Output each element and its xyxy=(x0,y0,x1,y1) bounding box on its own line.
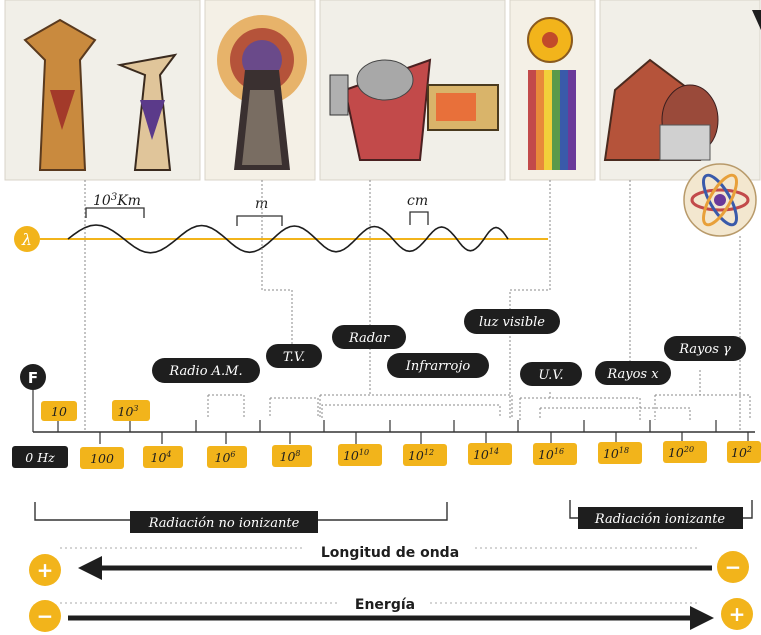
wavelength-row: λ 103Km m cm xyxy=(14,192,548,254)
band-pill: luz visible xyxy=(464,309,560,334)
lambda-symbol: λ xyxy=(21,230,32,249)
bracket-m xyxy=(236,215,283,226)
wavelength-arrow: Longitud de onda + − xyxy=(29,541,749,586)
band-pill: Infrarrojo xyxy=(387,353,489,378)
tick-label: 104 xyxy=(143,446,183,468)
wavelength-arrow-label: Longitud de onda xyxy=(321,545,459,561)
energy-arrow-label: Energía xyxy=(355,597,415,613)
region-label-ionizing: Radiación ionizante xyxy=(594,512,726,527)
tick-label-above: 103 xyxy=(112,400,150,421)
svg-text:108: 108 xyxy=(280,449,301,464)
guide-lines xyxy=(84,180,751,432)
bracket-cm xyxy=(409,211,429,225)
svg-text:10: 10 xyxy=(51,404,67,419)
ticks-up xyxy=(57,420,717,432)
band-label: Infrarrojo xyxy=(405,359,471,374)
tick-label: 1014 xyxy=(468,443,512,465)
radio-tower-icon xyxy=(217,15,307,170)
tick-label: 100 xyxy=(80,447,124,469)
svg-text:1014: 1014 xyxy=(473,447,499,462)
tick-label: 1010 xyxy=(338,444,382,466)
tick-label-zero-hz: 0 Hz xyxy=(12,446,68,468)
band-label: Rayos x xyxy=(606,367,659,382)
frequency-row: F 10 103 0 Hz 100 104 xyxy=(12,364,761,469)
band-pill: Rayos x xyxy=(595,361,671,385)
arrow-head-left xyxy=(78,556,102,580)
nuclear-plant-icon xyxy=(603,10,761,161)
svg-text:1012: 1012 xyxy=(408,448,434,463)
tick-label: 1020 xyxy=(663,441,707,463)
svg-text:1018: 1018 xyxy=(603,446,629,461)
band-label: Rayos γ xyxy=(678,342,731,357)
band-label: Radio A.M. xyxy=(168,364,242,379)
power-tower-icon xyxy=(23,18,178,171)
lambda-badge xyxy=(14,226,40,252)
svg-text:+: + xyxy=(729,602,746,626)
region-label-non-ionizing-box xyxy=(130,511,318,533)
band-label: T.V. xyxy=(283,350,305,365)
svg-text:1010: 1010 xyxy=(343,448,369,463)
arrow-head-right xyxy=(690,606,714,630)
plus-badge-left xyxy=(29,554,61,586)
band-pill: Radio A.M. xyxy=(152,358,260,383)
band-label: luz visible xyxy=(479,315,545,330)
svg-text:104: 104 xyxy=(151,450,172,465)
plus-badge-right xyxy=(721,598,753,630)
band-pill: Radar xyxy=(332,325,406,349)
bracket-km xyxy=(85,207,145,218)
ticks-down xyxy=(99,432,749,444)
tick-label: 1016 xyxy=(533,443,577,465)
energy-arrow: Energía − + xyxy=(29,593,753,632)
svg-text:−: − xyxy=(725,555,742,579)
illustration-power-towers xyxy=(4,0,201,181)
radar-microwave-icon xyxy=(329,58,499,161)
region-label-non-ionizing: Radiación no ionizante xyxy=(148,516,300,531)
svg-text:−: − xyxy=(37,604,54,628)
f-symbol: F xyxy=(28,369,38,387)
tick-label-partial: 102 xyxy=(727,441,761,463)
illustration-strip xyxy=(4,0,761,237)
band-label: U.V. xyxy=(538,368,563,383)
svg-text:0 Hz: 0 Hz xyxy=(25,450,55,465)
svg-text:102: 102 xyxy=(731,445,752,460)
label-km: 103Km xyxy=(93,192,141,209)
tick-label-above: 10 xyxy=(41,401,77,421)
label-cm: cm xyxy=(407,193,428,209)
atom-icon xyxy=(683,163,757,237)
band-pill: Rayos γ xyxy=(664,336,746,361)
tick-label: 108 xyxy=(272,445,312,467)
band-pill: U.V. xyxy=(520,362,582,386)
minus-badge-right xyxy=(717,551,749,583)
band-pill: T.V. xyxy=(266,344,322,368)
tick-label: 1012 xyxy=(403,444,447,466)
svg-text:+: + xyxy=(37,558,54,582)
tick-labels-below: 0 Hz 100 104 106 108 1010 xyxy=(12,441,761,469)
svg-text:103: 103 xyxy=(118,404,139,419)
tick-label: 1018 xyxy=(598,442,642,464)
svg-text:1020: 1020 xyxy=(668,445,694,460)
band-label: Radar xyxy=(348,331,390,346)
svg-text:106: 106 xyxy=(215,450,236,465)
f-badge xyxy=(20,364,46,390)
svg-text:1016: 1016 xyxy=(538,447,564,462)
radiation-regions: Radiación no ionizante Radiación ionizan… xyxy=(34,500,753,533)
light-source-icon xyxy=(527,17,576,170)
wave-curve xyxy=(67,224,509,254)
minus-badge-left xyxy=(29,600,61,632)
region-label-ionizing-box xyxy=(578,507,743,529)
tick-label: 106 xyxy=(207,446,247,468)
svg-text:100: 100 xyxy=(90,451,114,466)
band-labels: Radio A.M. T.V. Radar Infrarrojo luz vis… xyxy=(152,309,746,386)
